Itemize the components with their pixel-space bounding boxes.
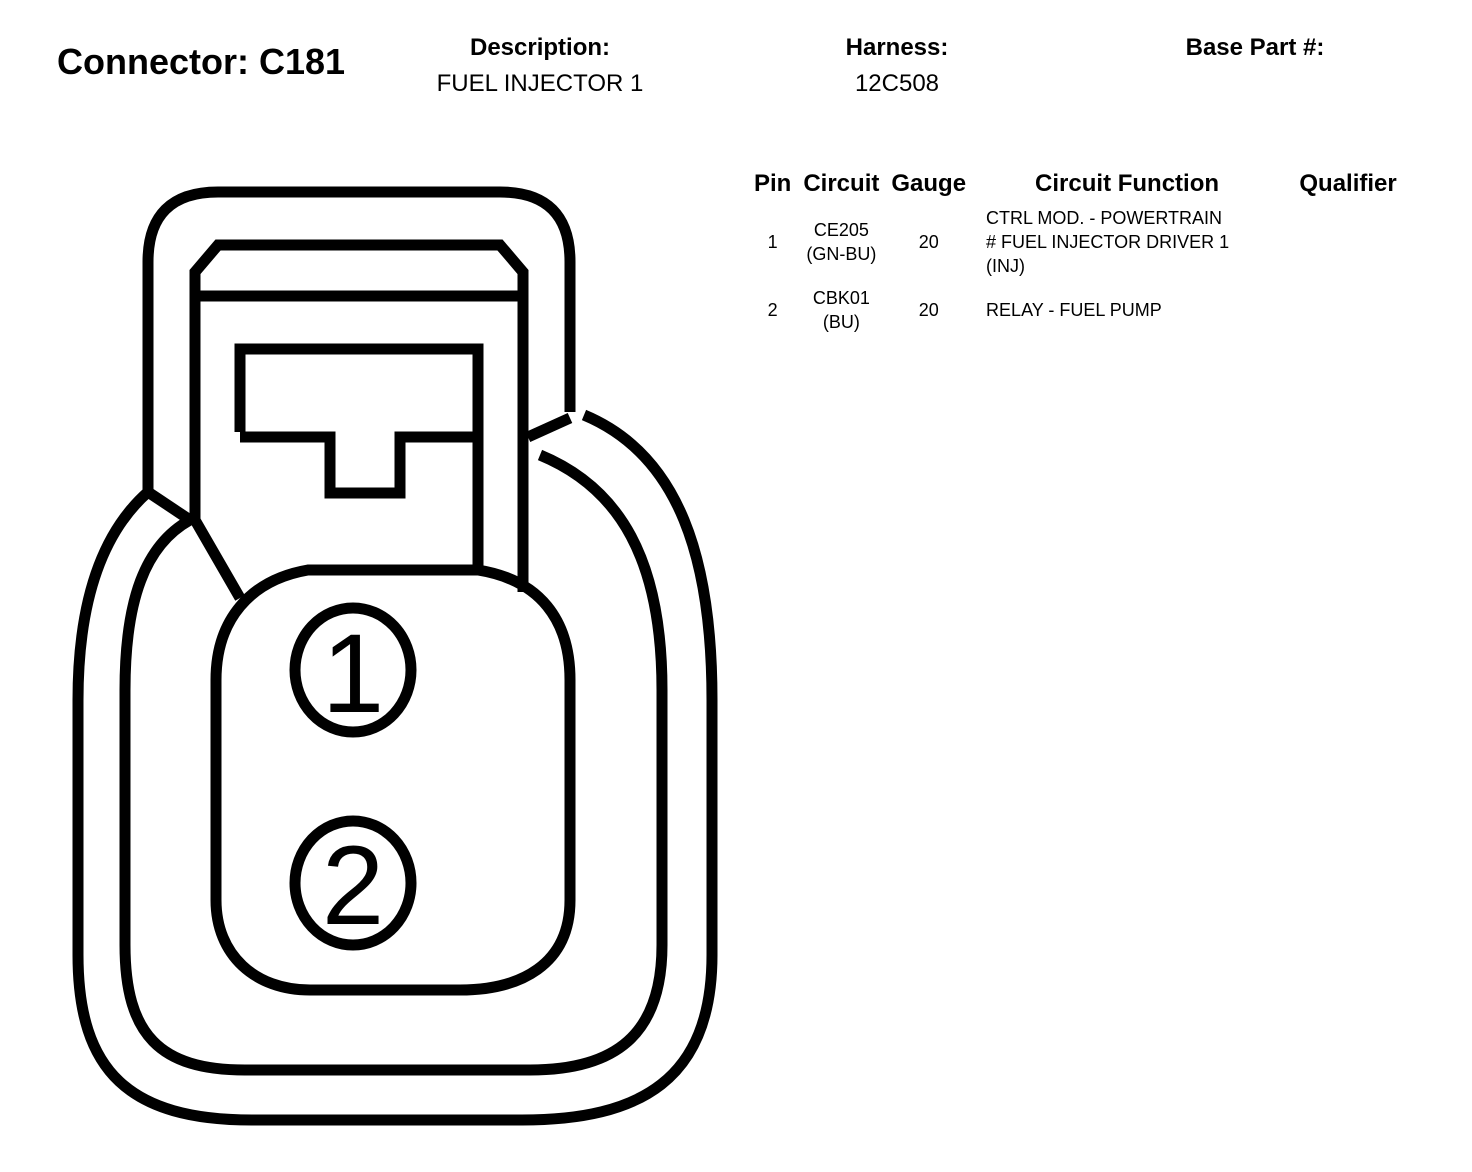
table-row: 2 CBK01 (BU) 20 RELAY - FUEL PUMP — [748, 282, 1414, 338]
table-row: 1 CE205 (GN-BU) 20 CTRL MOD. - POWERTRAI… — [748, 202, 1414, 282]
gauge-cell: 20 — [918, 232, 939, 252]
base-part-label: Base Part #: — [1185, 34, 1325, 61]
circuit-function-line: CTRL MOD. - POWERTRAIN — [986, 208, 1223, 228]
circuit-color: (BU) — [822, 312, 860, 332]
qualifier-cell — [1282, 282, 1414, 338]
shell-divider — [144, 487, 194, 525]
circuit-function-cell: CTRL MOD. - POWERTRAIN # FUEL INJECTOR D… — [972, 202, 1282, 282]
pin-table: Pin Circuit Gauge Circuit Function Quali… — [748, 166, 1414, 338]
circuit-cell: CBK01 (BU) — [797, 282, 885, 338]
circuit-cell: CE205 (GN-BU) — [797, 202, 885, 282]
description-label: Description: — [469, 34, 610, 61]
circuit-function-line: # FUEL INJECTOR DRIVER 1 — [986, 232, 1230, 252]
circuit-function-line: (INJ) — [986, 256, 1026, 276]
latch-outline — [189, 239, 529, 601]
harness-block: Harness: 12C508 — [757, 34, 1037, 98]
pin-2-label: 2 — [322, 823, 384, 948]
base-part-block: Base Part #: — [1110, 34, 1400, 70]
latch-notch — [240, 431, 478, 499]
pin-housing-outline — [210, 564, 576, 996]
circuit-id: CBK01 — [812, 288, 870, 308]
pin-2-circle — [289, 815, 417, 951]
circuit-color: (GN-BU) — [806, 244, 877, 264]
pin-1-circle — [289, 602, 417, 738]
description-block: Description: FUEL INJECTOR 1 — [380, 34, 700, 98]
harness-label: Harness: — [845, 34, 949, 61]
outer-tab-outline — [142, 186, 576, 492]
connector-title: Connector: C181 — [57, 41, 346, 82]
circuit-id: CE205 — [813, 220, 869, 240]
pin-1-label: 1 — [322, 611, 384, 736]
pin-number: 1 — [767, 232, 778, 252]
header-circuit-function: Circuit Function — [1035, 170, 1220, 197]
latch-window — [234, 343, 484, 570]
header-pin: Pin — [754, 170, 792, 197]
header-gauge: Gauge — [891, 170, 967, 197]
circuit-function-line: RELAY - FUEL PUMP — [986, 300, 1162, 320]
harness-value: 12C508 — [854, 70, 940, 97]
pin-table-header-row: Pin Circuit Gauge Circuit Function Quali… — [748, 166, 1414, 202]
shell-divider-right — [525, 412, 573, 443]
outer-shell-outline — [72, 409, 718, 1126]
circuit-function-cell: RELAY - FUEL PUMP — [972, 282, 1282, 338]
connector-face-drawing: 1 2 — [72, 186, 718, 1126]
gauge-cell: 20 — [918, 300, 939, 320]
header-circuit: Circuit — [803, 170, 880, 197]
qualifier-cell — [1282, 202, 1414, 282]
header-qualifier: Qualifier — [1299, 170, 1397, 197]
pin-number: 2 — [767, 300, 778, 320]
inner-shell-outline — [119, 449, 668, 1076]
description-value: FUEL INJECTOR 1 — [436, 70, 644, 97]
